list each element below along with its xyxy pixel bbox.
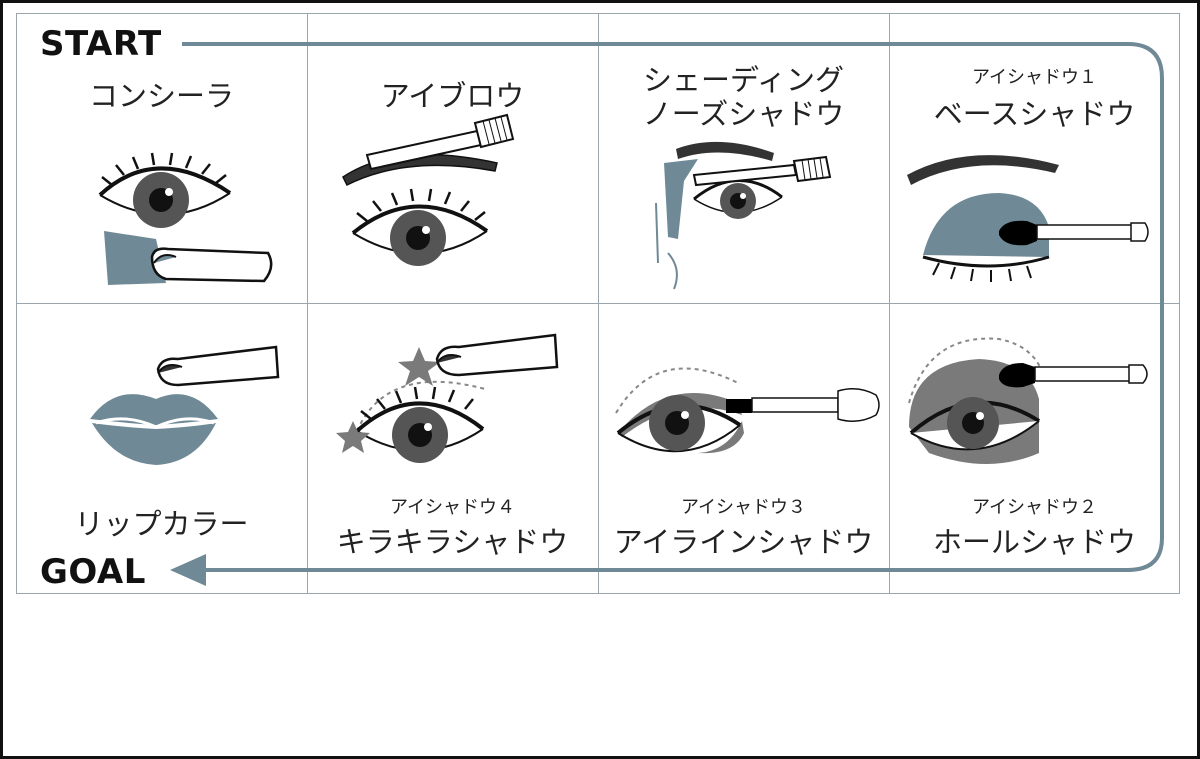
eye-icon [615,367,744,454]
lips-icon [90,394,218,465]
step-title: アイラインシャドウ [613,525,874,559]
step-title: ノーズシャドウ [642,97,845,131]
step-concealer: コンシーラ [16,13,307,303]
step-eyeshadow-3: アイシャドウ３ アイラインシャドウ [598,303,889,594]
goal-label: GOAL [40,552,146,592]
start-label: START [40,24,162,64]
step-title: コンシーラ [88,79,234,113]
step-caption: アイシャドウ４ [389,497,516,518]
brush-icon [692,155,832,187]
eye-icon [355,380,486,463]
step-shading: シェーディング ノーズシャドウ [598,13,889,303]
step-eyeshadow-2: アイシャドウ２ ホールシャドウ [889,303,1180,594]
step-eyebrow: アイブロウ [307,13,598,303]
step-lip: リップカラー [16,303,307,594]
step-title: シェーディング [643,63,844,97]
eye-icon [98,152,232,228]
step-caption: アイシャドウ３ [680,497,807,518]
applicator-icon [999,363,1148,388]
step-title: キラキラシャドウ [336,525,569,559]
step-eyeshadow-1: アイシャドウ１ ベースシャドウ [889,13,1180,303]
finger-icon [435,333,559,377]
step-caption: アイシャドウ２ [971,497,1098,518]
step-caption: アイシャドウ１ [971,67,1098,88]
applicator-icon [999,220,1149,246]
eyebrow-icon [907,155,1059,185]
finger-icon [156,345,280,387]
step-title: アイブロウ [380,79,525,113]
step-title: ベースシャドウ [933,97,1136,131]
eye-icon [351,188,489,266]
step-title: ホールシャドウ [932,525,1136,559]
step-title: リップカラー [74,507,249,541]
finger-icon [104,231,273,285]
brush-icon [365,113,515,171]
step-eyeshadow-4: アイシャドウ４ キラキラシャドウ [307,303,598,594]
shading-icon [655,141,774,290]
sponge-icon [726,388,880,422]
star-icon [336,347,440,453]
